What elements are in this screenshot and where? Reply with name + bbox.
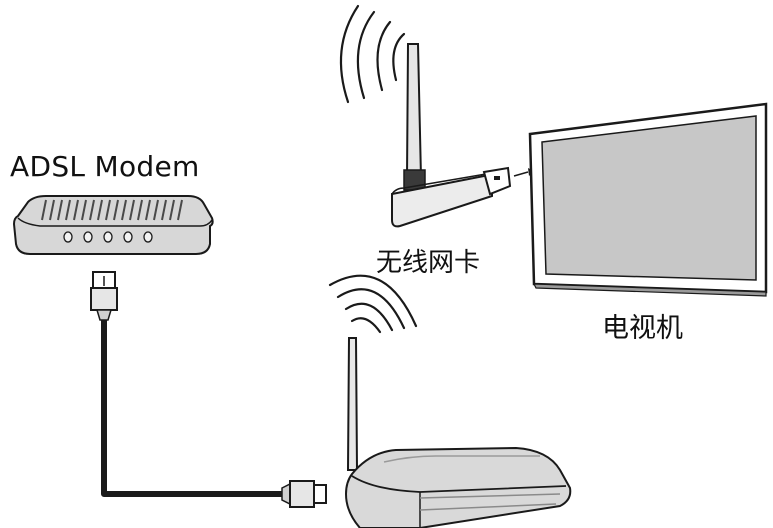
modem-label: ADSL Modem <box>10 150 200 183</box>
flat-screen-tv-icon <box>528 102 768 297</box>
tv-label: 电视机 <box>602 313 683 344</box>
wireless-router-icon <box>344 337 572 528</box>
usb-wifi-adapter-icon <box>391 43 534 228</box>
adsl-modem-icon <box>12 195 214 255</box>
wifi-signal-waves-icon <box>328 274 418 334</box>
ethernet-cable-icon <box>90 271 327 508</box>
wifi-adapter-label: 无线网卡 <box>376 248 481 278</box>
wifi-signal-waves-icon <box>339 4 406 104</box>
